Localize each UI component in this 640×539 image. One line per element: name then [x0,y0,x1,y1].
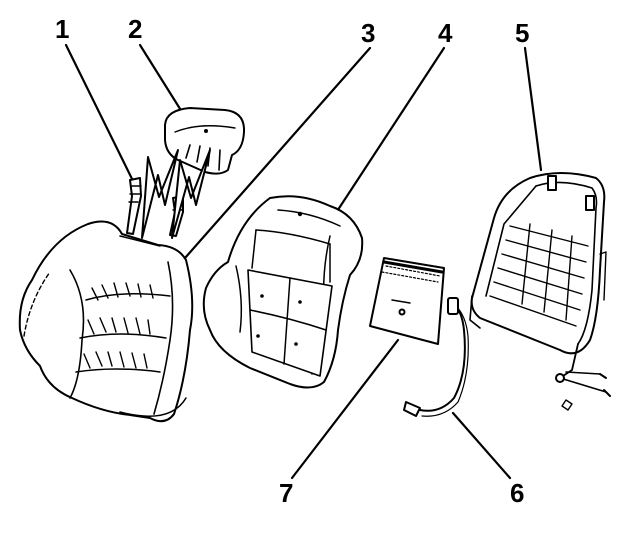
leader-line-1 [66,45,135,185]
callout-number-1: 1 [55,14,70,44]
seat-back-pad-part-4 [204,196,363,387]
leader-line-3 [185,48,370,258]
callout-number-7: 7 [279,478,294,508]
seat-back-cover-part-3 [20,222,193,422]
callout-number-5: 5 [515,18,530,48]
callout-number-2: 2 [128,14,143,44]
callout-number-4: 4 [438,18,453,48]
callout-number-3: 3 [361,18,376,48]
seat-back-frame-part-5 [470,173,610,410]
leader-line-6 [453,413,510,478]
lumbar-plate-part-7 [370,258,444,344]
lumbar-cable-part-6 [404,298,468,416]
callout-number-6: 6 [510,478,525,508]
leader-lines [66,45,541,478]
leader-line-5 [525,48,541,170]
leader-line-2 [140,45,182,112]
headrest-part-2 [142,108,244,238]
leader-line-4 [330,48,444,222]
leader-line-7 [292,340,398,478]
